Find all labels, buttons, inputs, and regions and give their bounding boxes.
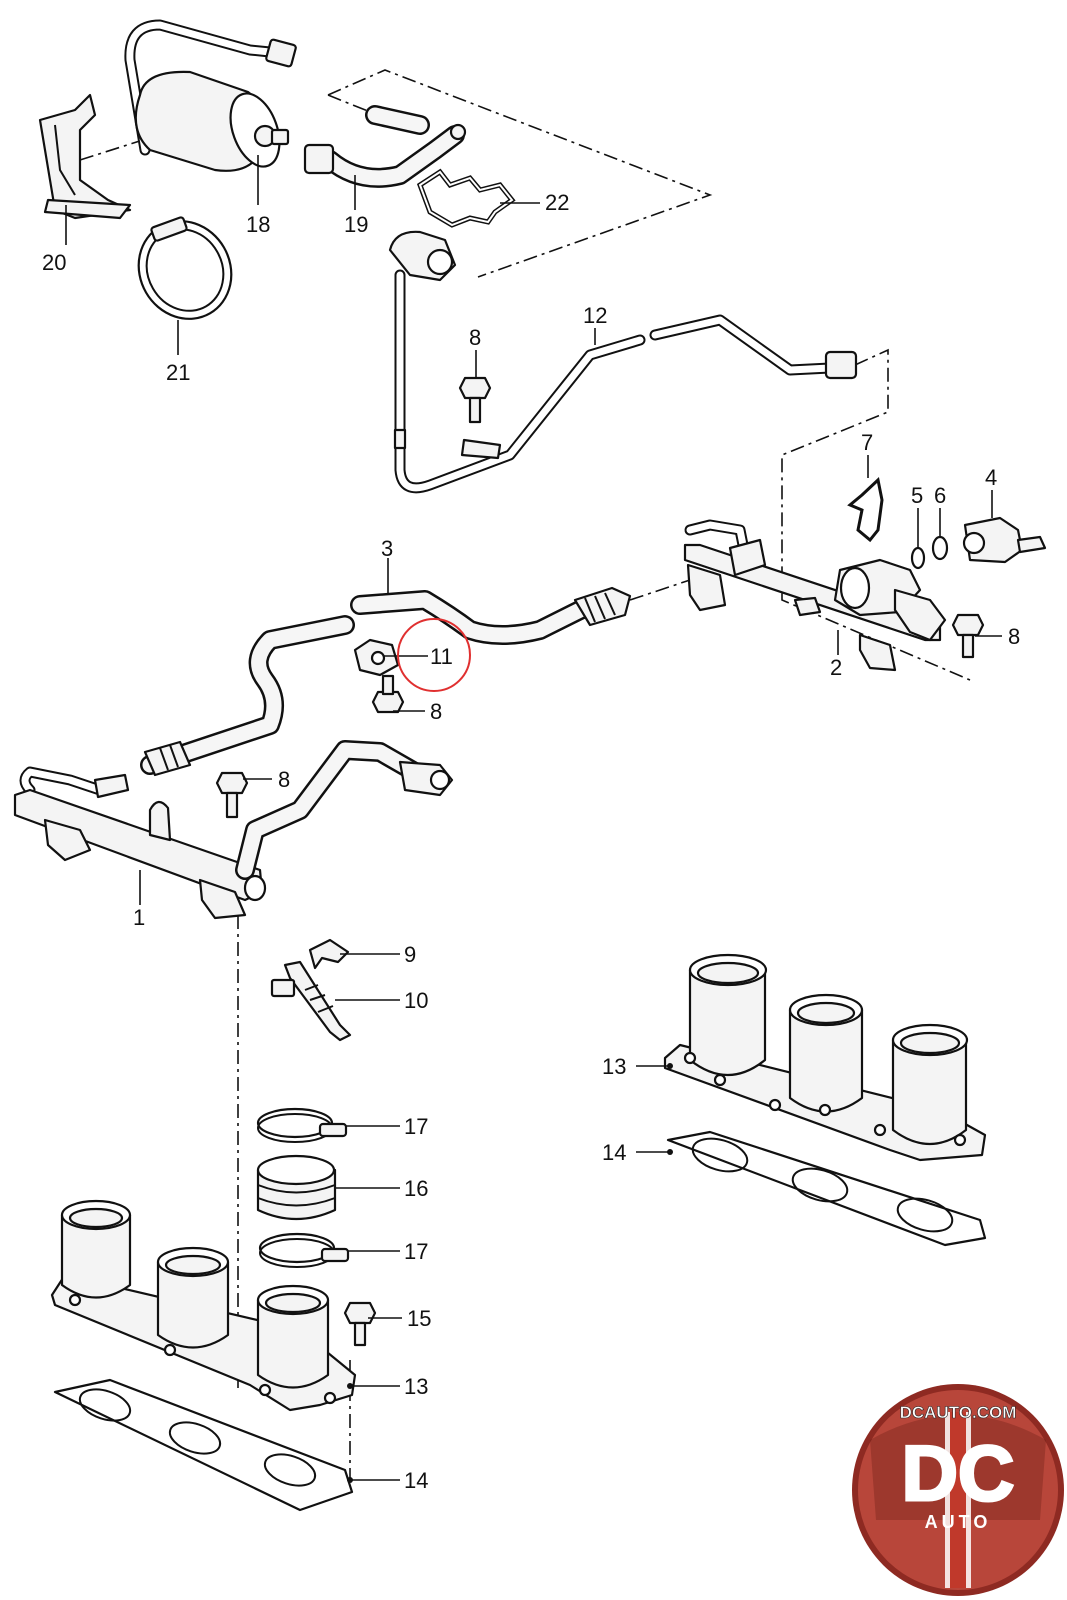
bolt-upper [458, 376, 492, 424]
leader-lines [65, 155, 1002, 1483]
bolt-15 [343, 1301, 377, 1347]
dcauto-logo: DCAUTO.COM DC AUTO [852, 1384, 1064, 1596]
callout-9: 9 [404, 942, 416, 967]
callout-7: 7 [861, 430, 873, 455]
callout-8-rail-right: 8 [1008, 624, 1020, 649]
callout-13-left: 13 [404, 1374, 428, 1399]
o-ring-6 [931, 535, 949, 561]
bolt-left [215, 771, 249, 819]
callout-4: 4 [985, 465, 997, 490]
highlight-circle [397, 618, 471, 692]
fuel-rail-right [683, 519, 947, 672]
retaining-spring-clip [847, 477, 884, 543]
callout-6: 6 [934, 483, 946, 508]
callout-8-left: 8 [278, 767, 290, 792]
bolt-rail-right [951, 613, 985, 659]
fuel-feed-line [388, 230, 858, 494]
hose-clip [353, 638, 400, 677]
hose-19 [303, 105, 467, 188]
clamp-lower [258, 1232, 350, 1268]
fuel-rail-left [13, 740, 454, 920]
retaining-clip [416, 168, 516, 228]
intake-sleeve [256, 1154, 337, 1221]
gasket-right [666, 1130, 987, 1247]
callout-2: 2 [830, 655, 842, 680]
callout-14-left: 14 [404, 1468, 428, 1493]
logo-site-text: DCAUTO.COM [900, 1403, 1017, 1422]
callout-14-right: 14 [602, 1140, 626, 1165]
callout-20: 20 [42, 250, 66, 275]
logo-mark-text: DC [902, 1429, 1015, 1517]
callout-12: 12 [583, 303, 607, 328]
callout-18: 18 [246, 212, 270, 237]
intake-manifold-right [663, 953, 987, 1162]
pressure-regulator [962, 516, 1047, 564]
hose-clamp [137, 216, 233, 320]
callout-17-upper: 17 [404, 1114, 428, 1139]
callout-3: 3 [381, 536, 393, 561]
logo-sub-text: AUTO [925, 1512, 992, 1532]
callout-1: 1 [133, 905, 145, 930]
callout-labels: 18 19 20 21 22 8 12 7 5 6 4 3 8 11 2 8 8… [42, 190, 1020, 1493]
filter-bracket [38, 93, 132, 220]
callout-8-upper: 8 [469, 325, 481, 350]
callout-13-right: 13 [602, 1054, 626, 1079]
callout-19: 19 [344, 212, 368, 237]
fuel-injector [270, 960, 352, 1042]
bolt-center [371, 674, 405, 714]
callout-21: 21 [166, 360, 190, 385]
callout-11: 11 [430, 644, 453, 669]
callout-17-lower: 17 [404, 1239, 428, 1264]
callout-22: 22 [545, 190, 569, 215]
o-ring-5 [910, 546, 926, 570]
callout-8-center: 8 [430, 699, 442, 724]
clamp-upper [256, 1107, 348, 1143]
callout-10: 10 [404, 988, 428, 1013]
callout-16: 16 [404, 1176, 428, 1201]
crossover-hose [140, 586, 632, 777]
callout-5: 5 [911, 483, 923, 508]
intake-manifold-left [50, 1199, 357, 1412]
fuel-filter [124, 19, 297, 172]
callout-15: 15 [407, 1306, 431, 1331]
injector-clip [308, 938, 350, 970]
